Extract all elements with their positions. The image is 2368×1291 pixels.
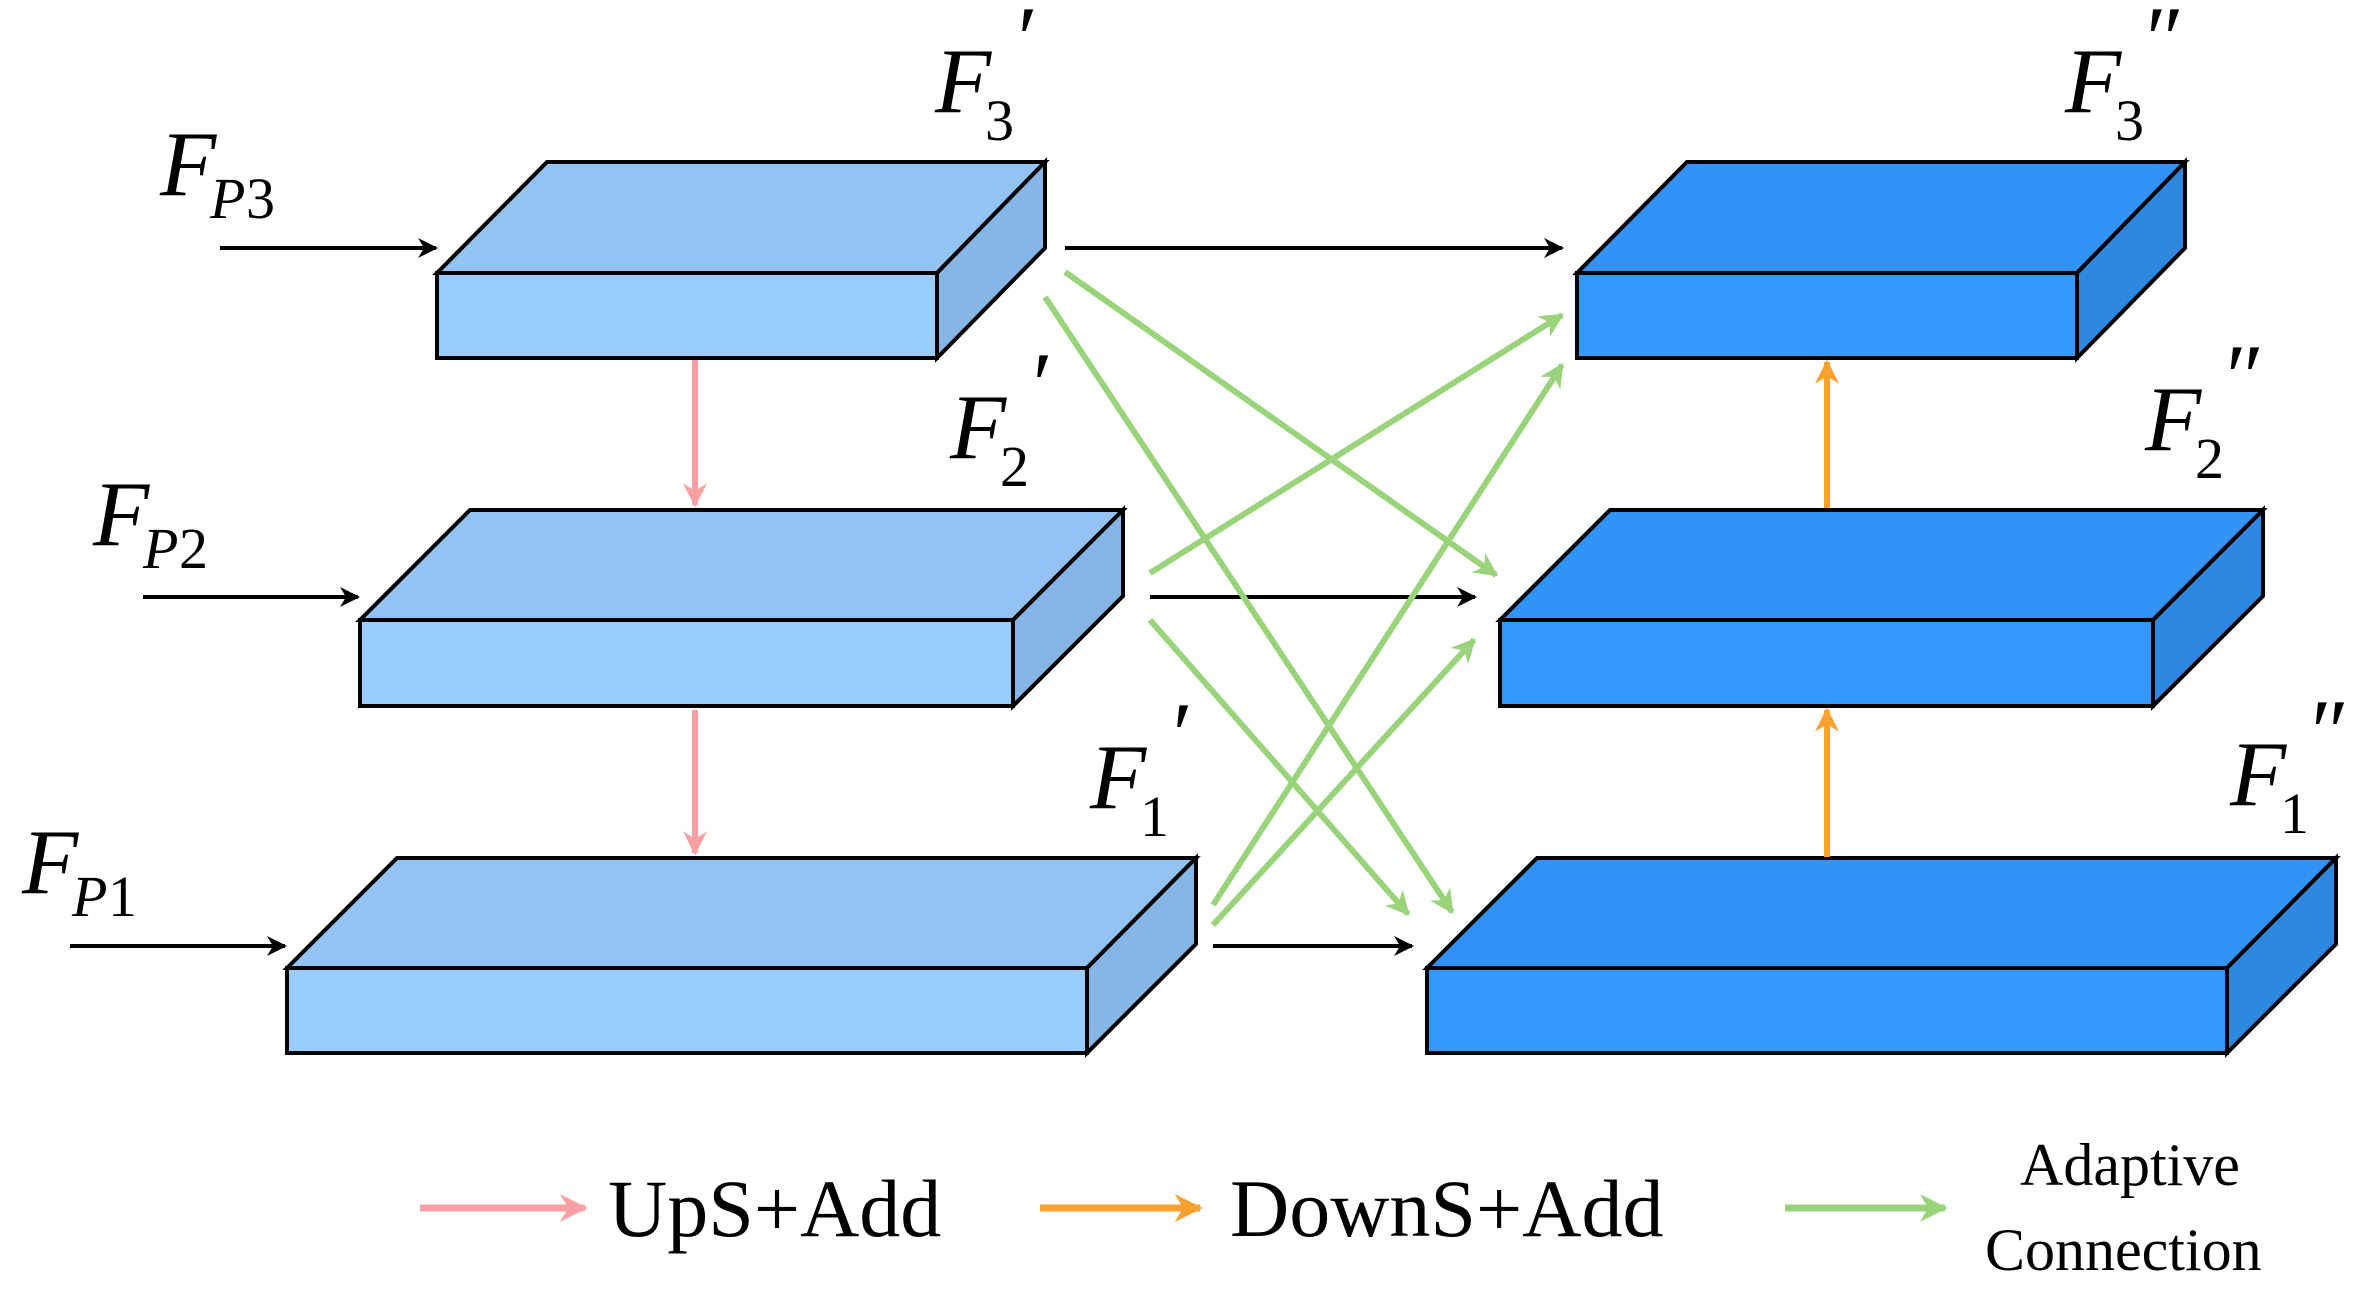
label-fp1: F P 1 <box>21 811 137 929</box>
svg-text:3: 3 <box>985 88 1014 153</box>
svg-text:F: F <box>92 463 150 565</box>
svg-text:″: ″ <box>2140 0 2180 90</box>
svg-text:DownS+Add: DownS+Add <box>1230 1163 1664 1254</box>
block-f1-double-prime <box>1422 853 2341 1058</box>
svg-text:F: F <box>1089 726 1147 828</box>
label-fp3: F P 3 <box>159 113 275 231</box>
svg-text:F: F <box>21 811 79 913</box>
svg-text:′: ′ <box>1027 334 1049 436</box>
label-f1-double-prime: F ″ 1 <box>2229 681 2345 846</box>
svg-text:2: 2 <box>179 516 208 581</box>
legend-downs: DownS+Add <box>1040 1163 1664 1254</box>
arrow-adaptive-1-3 <box>1210 362 1565 907</box>
svg-text:2: 2 <box>1000 434 1029 499</box>
svg-text:″: ″ <box>2220 326 2260 428</box>
svg-text:F: F <box>159 113 217 215</box>
legend: UpS+Add DownS+Add Adaptive Connection <box>420 1132 2262 1283</box>
label-f2-prime: F ′ 2 <box>949 334 1049 499</box>
block-f1-prime <box>282 853 1201 1058</box>
svg-text:1: 1 <box>1140 784 1169 849</box>
label-f3-prime: F ′ 3 <box>934 0 1034 153</box>
svg-text:′: ′ <box>1012 0 1034 90</box>
arrow-adaptive-3-2 <box>1063 269 1498 578</box>
legend-ups: UpS+Add <box>420 1163 941 1254</box>
block-f3-double-prime <box>1572 157 2190 363</box>
label-f2-double-prime: F ″ 2 <box>2144 326 2260 491</box>
svg-text:F: F <box>949 376 1007 478</box>
svg-text:′: ′ <box>1167 684 1189 786</box>
label-fp2: F P 2 <box>92 463 208 581</box>
label-f3-double-prime: F ″ 3 <box>2064 0 2180 153</box>
svg-text:Adaptive: Adaptive <box>2020 1132 2240 1198</box>
svg-text:P: P <box>209 166 245 231</box>
svg-text:2: 2 <box>2195 426 2224 491</box>
svg-text:″: ″ <box>2305 681 2345 783</box>
block-f3-prime <box>432 157 1050 363</box>
svg-text:1: 1 <box>108 864 137 929</box>
svg-text:F: F <box>2229 723 2287 825</box>
legend-adaptive: Adaptive Connection <box>1785 1132 2262 1283</box>
arrow-adaptive-3-1 <box>1042 295 1455 915</box>
label-f1-prime: F ′ 1 <box>1089 684 1189 849</box>
arrow-adaptive-2-1 <box>1147 618 1411 916</box>
svg-text:3: 3 <box>246 166 275 231</box>
svg-text:1: 1 <box>2280 781 2309 846</box>
arrow-adaptive-2-3 <box>1148 312 1565 576</box>
block-f2-prime <box>355 505 1128 711</box>
svg-text:3: 3 <box>2115 88 2144 153</box>
arrow-adaptive-1-2 <box>1210 637 1477 928</box>
svg-text:UpS+Add: UpS+Add <box>608 1163 941 1254</box>
block-f2-double-prime <box>1495 505 2268 711</box>
svg-text:F: F <box>934 30 992 132</box>
svg-text:F: F <box>2144 368 2202 470</box>
svg-text:P: P <box>71 864 107 929</box>
svg-text:Connection: Connection <box>1985 1217 2262 1283</box>
svg-text:F: F <box>2064 30 2122 132</box>
svg-text:P: P <box>142 516 178 581</box>
